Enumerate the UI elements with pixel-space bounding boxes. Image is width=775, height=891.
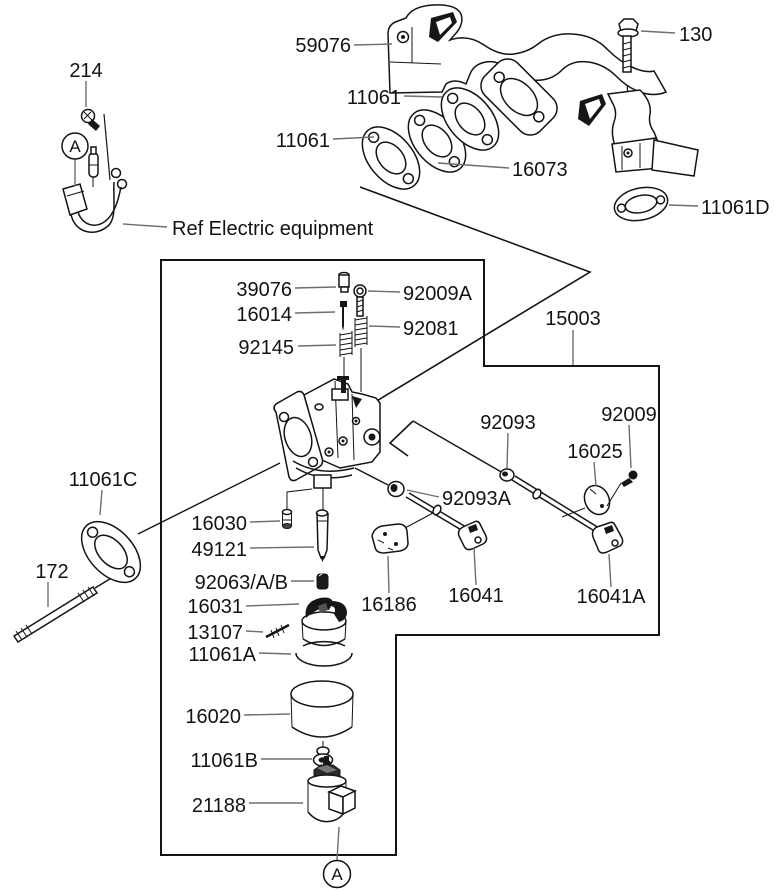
label-92009: 92009 (601, 404, 657, 426)
label-16014: 16014 (236, 304, 292, 326)
label-39076: 39076 (236, 279, 292, 301)
solenoid-21188-drawing (307, 756, 357, 823)
choke-shaft-16041A-drawing (511, 475, 624, 554)
label-11061B: 11061B (191, 750, 258, 772)
label-16041: 16041 (448, 585, 504, 607)
label-11061C: 11061C (69, 469, 138, 491)
label-16025: 16025 (567, 441, 623, 463)
screw-92009-drawing (621, 470, 638, 487)
bolt-130-drawing (617, 18, 639, 73)
label-16186: 16186 (361, 594, 417, 616)
label-92145: 92145 (238, 337, 294, 359)
float-16031-drawing (301, 597, 347, 647)
detail-marker-a-bottom: A (322, 859, 352, 889)
label-21188: 21188 (192, 795, 246, 817)
choke-plate-16025-drawing (561, 482, 622, 518)
carburetor-assembly-box (160, 259, 660, 856)
manifold-drawing (387, 4, 699, 177)
label-11061A: 11061A (189, 644, 257, 666)
part-labels: 214 59076 130 11061 11061 16073 11061D R… (35, 24, 769, 817)
label-13107: 13107 (187, 622, 243, 644)
detail-marker-a-top: A (61, 132, 89, 160)
label-92081: 92081 (403, 318, 459, 340)
throttle-plate-16186-drawing (371, 512, 434, 554)
spring-92145-drawing (339, 331, 353, 357)
detail-marker-a-bottom-label: A (331, 865, 343, 884)
gasket-11061-lower-drawing (361, 126, 421, 190)
stud-172-drawing (12, 585, 99, 644)
screw-214-drawing (80, 108, 100, 131)
label-11061-lower: 11061 (276, 130, 330, 152)
needle-valve-49121-drawing (315, 488, 329, 562)
label-16030: 16030 (191, 513, 247, 535)
nut-92093-drawing (499, 468, 515, 482)
label-92093: 92093 (480, 412, 536, 434)
label-11061-upper: 11061 (347, 87, 401, 109)
label-130: 130 (679, 24, 712, 46)
jet-39076-drawing (338, 271, 350, 293)
gasket-11061C-drawing (80, 520, 142, 584)
bushing-92093A-drawing (387, 480, 405, 498)
label-11061D: 11061D (701, 197, 770, 219)
label-49121: 49121 (191, 539, 247, 561)
spring-92081-drawing (354, 316, 368, 347)
gasket-11061-upper-drawing (440, 87, 500, 151)
needle-16014-drawing (340, 301, 347, 331)
assembly-arrow-lines (94, 72, 630, 589)
label-16073: 16073 (512, 159, 568, 181)
label-59076: 59076 (295, 35, 351, 57)
label-16031: 16031 (187, 596, 243, 618)
label-92063: 92063/A/B (195, 572, 288, 594)
label-172: 172 (35, 561, 68, 583)
float-pin-13107-drawing (265, 623, 290, 639)
label-92009A: 92009A (403, 283, 473, 305)
detail-marker-a-top-label: A (69, 137, 81, 156)
label-92093A: 92093A (442, 488, 512, 510)
carburetor-drawing (273, 376, 381, 489)
label-214: 214 (69, 60, 102, 82)
throttle-shaft-16041-drawing (405, 492, 488, 551)
electric-equipment-drawing (62, 108, 128, 233)
seat-92063-drawing (316, 573, 329, 590)
oring-11061A-drawing (295, 640, 353, 667)
gasket-11061D-drawing (613, 186, 669, 222)
bowl-16020-drawing (290, 680, 354, 756)
label-16041A: 16041A (577, 586, 647, 608)
label-15003: 15003 (545, 308, 601, 330)
label-ref-electric: Ref Electric equipment (172, 218, 374, 240)
label-16020: 16020 (185, 706, 241, 728)
label-leader-lines (47, 30, 699, 861)
screw-92009A-drawing (353, 284, 367, 317)
pilot-jet-16030-drawing (281, 488, 313, 529)
